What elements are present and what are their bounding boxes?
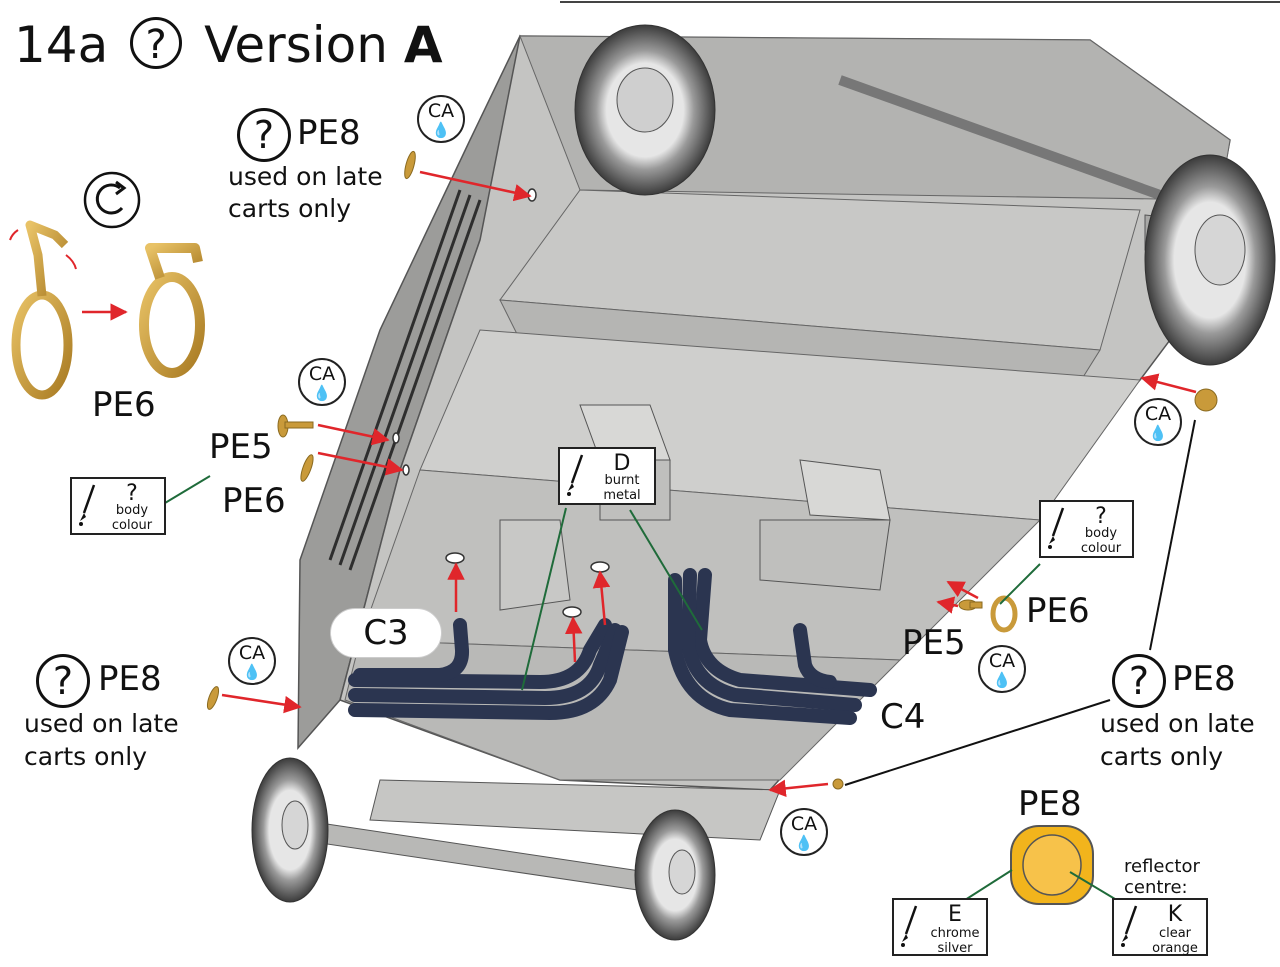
paint-body-colour-right: ? body colour: [1039, 500, 1134, 558]
pe-small-parts: [206, 150, 1218, 790]
question-icon: ?: [237, 108, 291, 162]
paint-burnt-metal: D burnt metal: [558, 447, 656, 505]
label-pe6-right: PE6: [1026, 591, 1090, 631]
wheels: [251, 24, 1276, 941]
version-letter: A: [403, 16, 443, 74]
label-pe6-left: PE6: [92, 385, 156, 425]
label-pe5-mid: PE5: [209, 427, 273, 467]
drop-icon: 💧: [1148, 424, 1168, 442]
paintbrush-icon: [567, 454, 584, 496]
step-title: 14a ? Version A: [14, 16, 443, 75]
ca-glue-icon: CA💧: [228, 637, 276, 685]
rotate-icon: [83, 171, 141, 229]
drop-icon: 💧: [992, 671, 1012, 689]
label-c4: C4: [880, 697, 926, 737]
side-vent: [328, 189, 482, 571]
note-pe8-right-2: carts only: [1100, 742, 1223, 771]
ca-glue-icon: CA💧: [1134, 398, 1182, 446]
drop-icon: 💧: [242, 663, 262, 681]
reflector-note-2: centre:: [1124, 877, 1188, 898]
leader-lines-black: [844, 419, 1196, 786]
paintbrush-icon: [79, 484, 96, 526]
exhaust-c3: [348, 618, 629, 721]
drop-icon: 💧: [794, 834, 814, 852]
label-pe6-mid: PE6: [222, 481, 286, 521]
pe6-part-before: [9, 220, 77, 400]
label-pe8-left: PE8: [98, 659, 162, 699]
leader-lines: [164, 475, 1126, 906]
note-pe8-top-2: carts only: [228, 194, 351, 223]
paint-clear-orange: K clear orange: [1112, 898, 1208, 956]
note-pe8-left-1: used on late: [24, 709, 179, 738]
pe6-part-after: [139, 243, 205, 378]
label-pe5-right: PE5: [902, 623, 966, 663]
assembly-arrows: [82, 170, 1197, 798]
ca-glue-icon: CA💧: [978, 645, 1026, 693]
exhaust-c4: [668, 568, 877, 725]
paintbrush-icon: [901, 905, 918, 947]
ca-glue-icon: CA💧: [780, 808, 828, 856]
label-c3: C3: [330, 608, 442, 658]
step-number: 14a: [14, 16, 109, 74]
note-pe8-right-1: used on late: [1100, 709, 1255, 738]
label-pe8-bottom: PE8: [1018, 784, 1082, 824]
paint-chrome-silver: E chrome silver: [892, 898, 988, 956]
cart-body: [297, 34, 1241, 901]
drop-icon: 💧: [312, 384, 332, 402]
version-word: Version: [204, 16, 388, 74]
reflector-note-1: reflector: [1124, 856, 1200, 877]
question-icon: ?: [36, 654, 90, 708]
label-pe8-top: PE8: [297, 113, 361, 153]
ca-glue-icon: CA💧: [298, 358, 346, 406]
paintbrush-icon: [1048, 507, 1065, 549]
pe8-reflector: [1010, 825, 1094, 905]
note-pe8-top-1: used on late: [228, 162, 383, 191]
ca-glue-icon: CA💧: [417, 95, 465, 143]
question-icon: ?: [1112, 654, 1166, 708]
paint-body-colour-left: ? body colour: [70, 477, 166, 535]
question-icon: ?: [130, 16, 183, 69]
label-pe8-right: PE8: [1172, 659, 1236, 699]
note-pe8-left-2: carts only: [24, 742, 147, 771]
paintbrush-icon: [1121, 905, 1138, 947]
drop-icon: 💧: [431, 121, 451, 139]
